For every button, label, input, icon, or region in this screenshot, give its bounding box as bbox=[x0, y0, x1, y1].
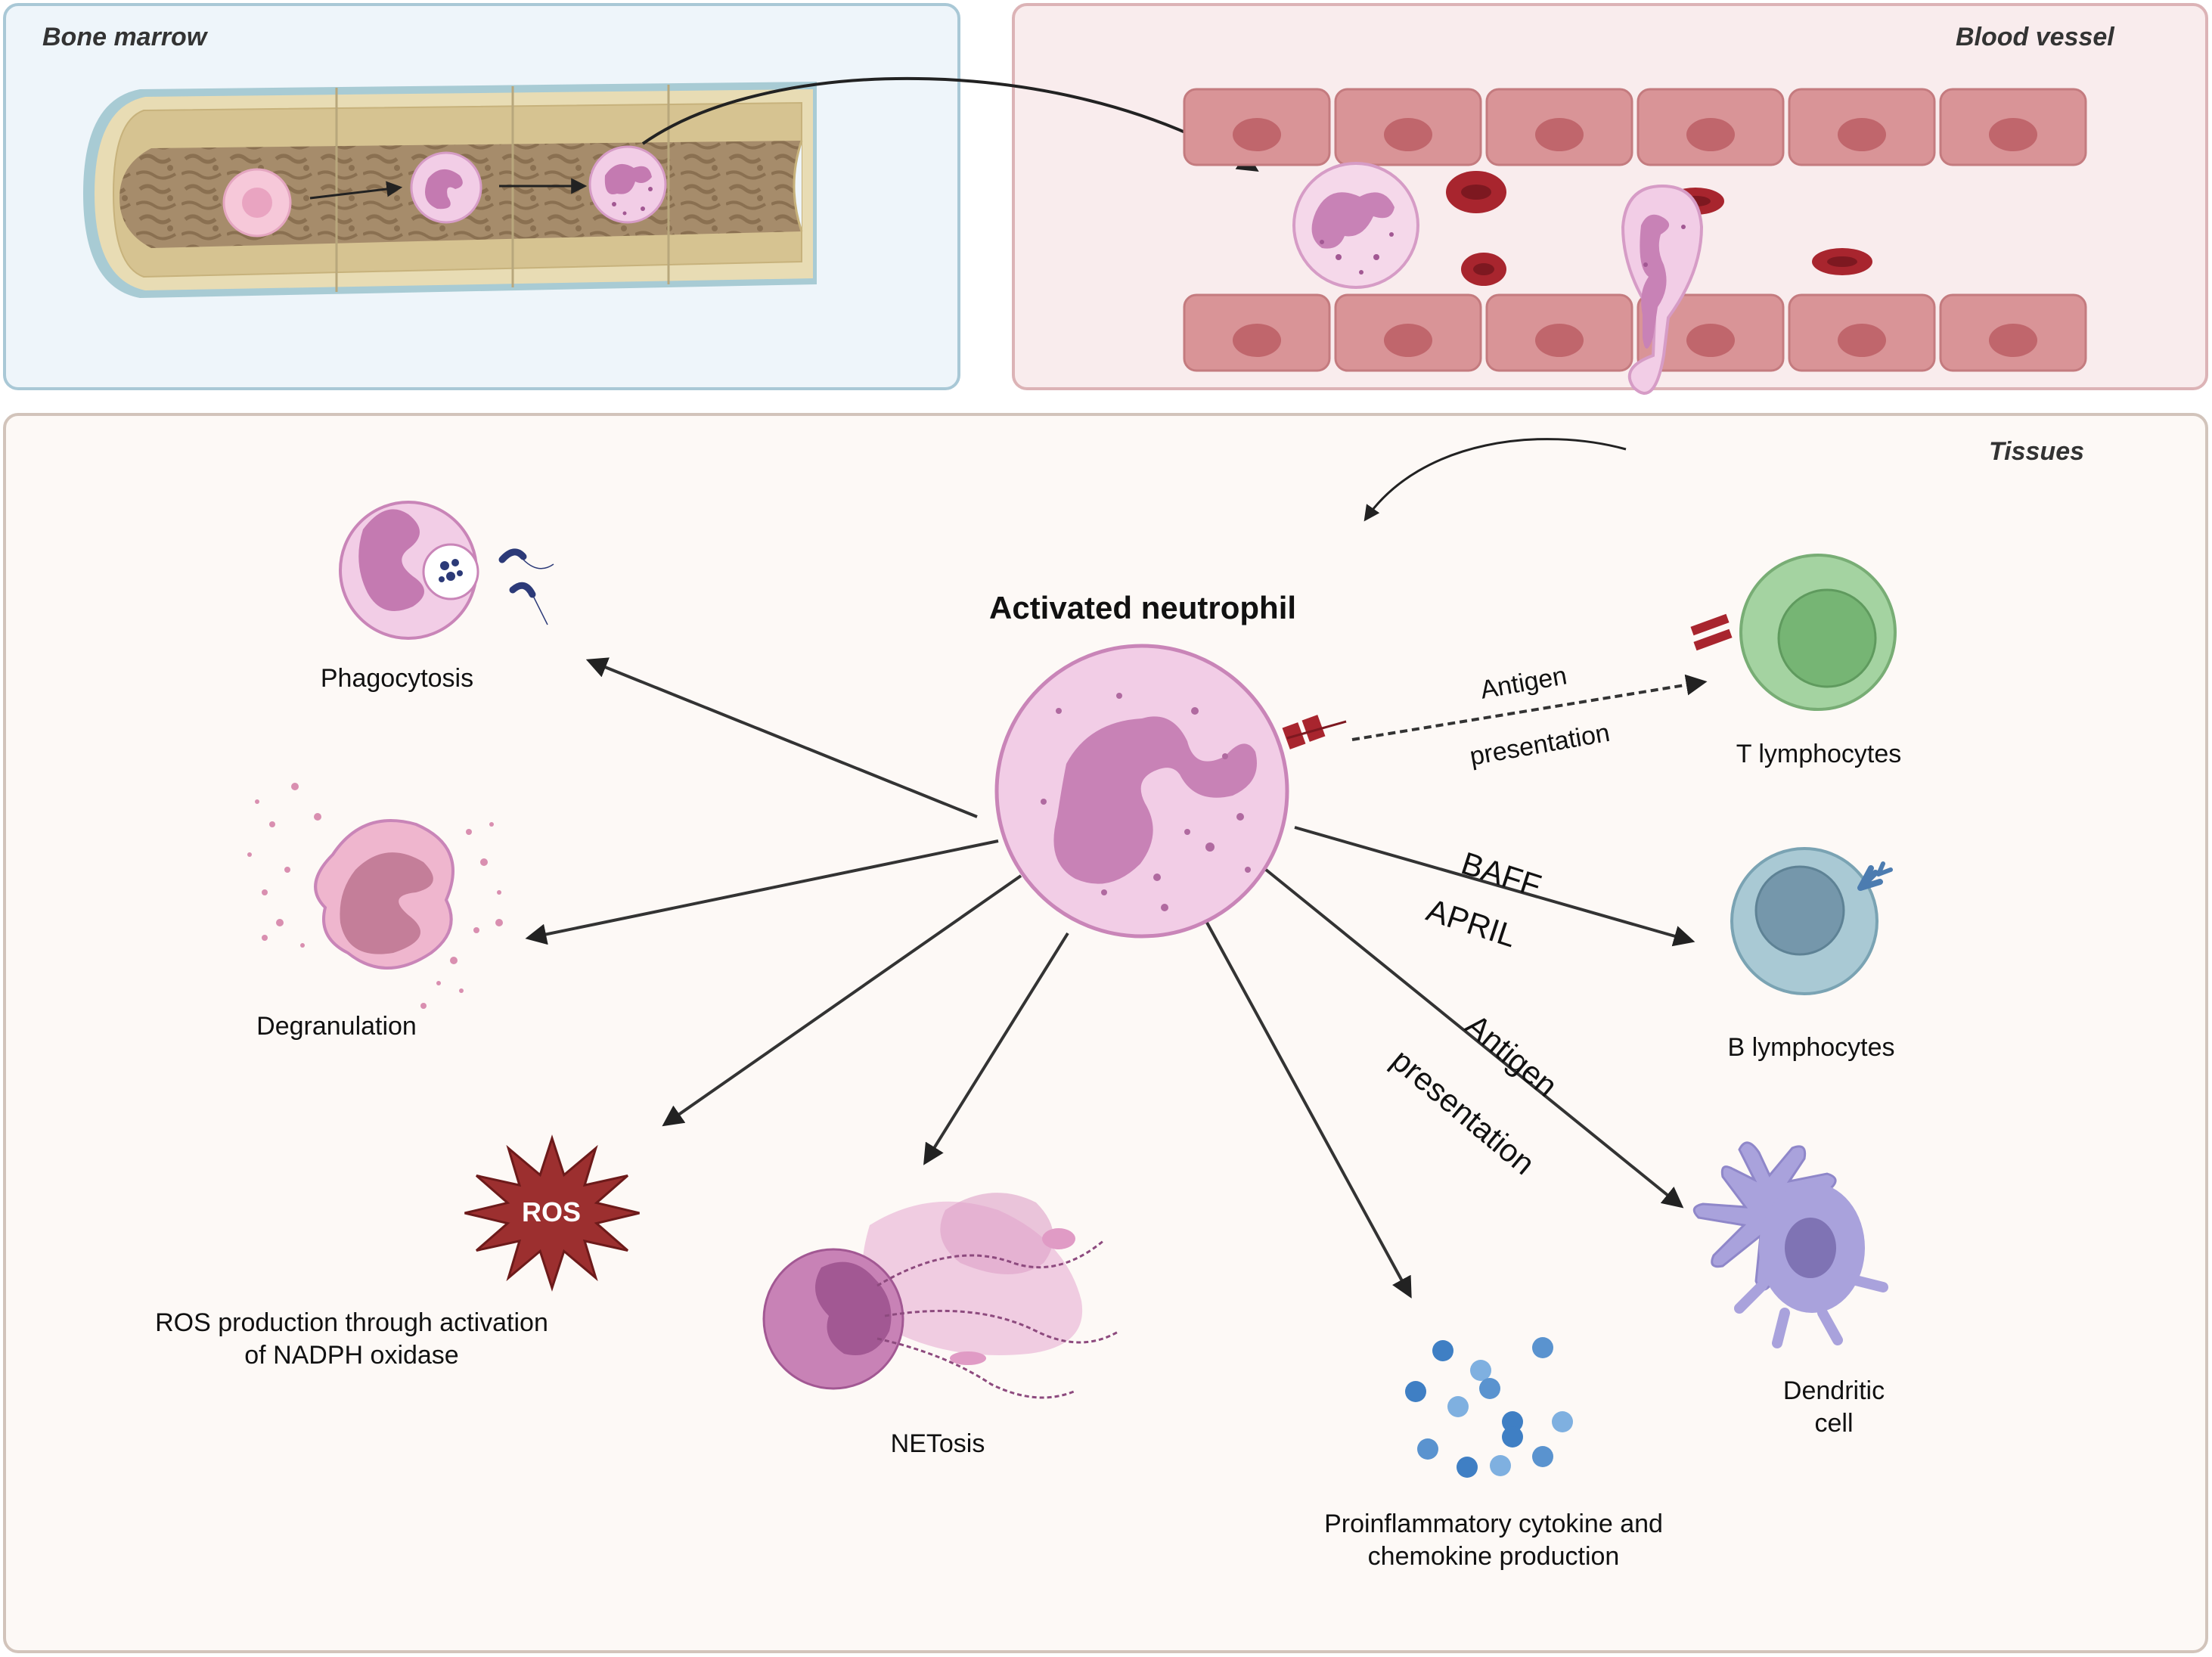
degranulation-label: Degranulation bbox=[256, 1012, 417, 1041]
endothelial-nucleus bbox=[1535, 324, 1584, 357]
granule bbox=[495, 919, 503, 926]
cytokine-dots bbox=[1405, 1337, 1573, 1478]
cytokine-molecule bbox=[1502, 1426, 1523, 1448]
dendritic-cell bbox=[1692, 1141, 1888, 1348]
cytokine-molecule bbox=[1470, 1360, 1491, 1381]
endothelial-nucleus bbox=[1686, 324, 1735, 357]
mature-neutrophil-cell bbox=[588, 145, 667, 224]
endothelial-nucleus bbox=[1535, 118, 1584, 151]
granule bbox=[420, 1003, 427, 1009]
endothelial-nucleus bbox=[1686, 118, 1735, 151]
ros-production-line-2: of NADPH oxidase bbox=[244, 1340, 459, 1370]
endothelial-nucleus bbox=[1989, 324, 2037, 357]
circulating-neutrophil bbox=[1292, 162, 1419, 289]
band-neutrophil-cell bbox=[410, 151, 482, 224]
cytokine-molecule bbox=[1457, 1457, 1478, 1478]
cytokine-production-label: Proinflammatory cytokine and chemokine p… bbox=[1278, 1508, 1709, 1572]
degranulation-cell bbox=[247, 783, 503, 1009]
blood-vessel-panel-label: Blood vessel bbox=[1956, 23, 2114, 51]
tissues-panel bbox=[3, 413, 2208, 1653]
endothelial-nucleus bbox=[1233, 118, 1281, 151]
marrow-to-vessel-arrow bbox=[641, 76, 1259, 172]
red-blood-cells bbox=[1446, 171, 1872, 286]
endothelial-top-row bbox=[1183, 88, 2087, 166]
dendritic-cell-line-2: cell bbox=[1814, 1408, 1854, 1438]
ros-production-line-1: ROS production through activation bbox=[155, 1308, 548, 1337]
cytokine-molecule bbox=[1405, 1381, 1426, 1402]
dendritic-cell-label: Dendritic cell bbox=[1739, 1375, 1928, 1439]
phagocytosis-label: Phagocytosis bbox=[320, 664, 474, 693]
cytokine-molecule bbox=[1532, 1446, 1553, 1467]
cytokine-molecule bbox=[1490, 1455, 1511, 1476]
ros-badge-text: ROS bbox=[522, 1196, 582, 1227]
granule bbox=[489, 822, 494, 827]
granule bbox=[436, 981, 441, 985]
endothelial-nucleus bbox=[1384, 118, 1432, 151]
granule bbox=[262, 889, 268, 895]
cytokine-molecule bbox=[1417, 1438, 1438, 1460]
granule bbox=[459, 988, 464, 993]
cytokine-molecule bbox=[1532, 1337, 1553, 1358]
ros-production-label: ROS production through activation of NAD… bbox=[129, 1307, 575, 1371]
endothelial-nucleus bbox=[1838, 324, 1886, 357]
granule bbox=[466, 829, 472, 835]
granule bbox=[291, 783, 299, 790]
bone-marrow-panel-label: Bone marrow bbox=[42, 23, 207, 51]
endothelial-bottom-row bbox=[1183, 293, 2087, 372]
b-lymphocyte-cell bbox=[1730, 847, 1893, 995]
t-lymphocytes-label: T lymphocytes bbox=[1736, 740, 1902, 768]
effector-arrows bbox=[525, 657, 1708, 1299]
maturation-arrow-1 bbox=[309, 181, 403, 200]
activated-neutrophil bbox=[994, 644, 1289, 939]
granule bbox=[284, 867, 290, 873]
granule bbox=[269, 821, 275, 827]
granule bbox=[276, 919, 284, 926]
phagocytosis-cell bbox=[339, 501, 554, 640]
cytokine-line-2: chemokine production bbox=[1367, 1541, 1620, 1571]
b-lymphocytes-label: B lymphocytes bbox=[1727, 1033, 1895, 1062]
granule bbox=[300, 943, 305, 948]
granule bbox=[314, 813, 321, 821]
dendritic-cell-line-1: Dendritic bbox=[1782, 1376, 1885, 1405]
cytokine-molecule bbox=[1447, 1396, 1469, 1417]
endothelial-nucleus bbox=[1384, 324, 1432, 357]
endothelial-nucleus bbox=[1989, 118, 2037, 151]
t-lymphocyte-cell bbox=[1690, 554, 1897, 711]
granule bbox=[262, 935, 268, 941]
granule bbox=[497, 890, 501, 895]
tissues-panel-label: Tissues bbox=[1989, 437, 2085, 466]
granule bbox=[473, 927, 479, 933]
granule bbox=[247, 852, 252, 857]
activated-neutrophil-title: Activated neutrophil bbox=[989, 590, 1297, 625]
endothelial-nucleus bbox=[1233, 324, 1281, 357]
granule bbox=[480, 858, 488, 866]
cytokine-molecule bbox=[1552, 1411, 1573, 1432]
cytokine-molecule bbox=[1432, 1340, 1453, 1361]
netosis-cell bbox=[762, 1193, 1120, 1399]
cytokine-line-1: Proinflammatory cytokine and bbox=[1324, 1510, 1663, 1538]
cytokine-molecule bbox=[1502, 1411, 1523, 1432]
granule bbox=[450, 957, 458, 964]
endothelial-nucleus bbox=[1838, 118, 1886, 151]
cytokine-molecule bbox=[1479, 1378, 1500, 1399]
vessel-to-tissue-arrow bbox=[1363, 438, 1627, 522]
netosis-label: NETosis bbox=[890, 1429, 985, 1458]
ros-burst-icon bbox=[464, 1134, 640, 1292]
mhc-receptor-icon bbox=[1282, 715, 1347, 749]
promyelocyte-cell bbox=[222, 168, 292, 237]
granule bbox=[255, 799, 259, 804]
transmigrating-neutrophil bbox=[1621, 184, 1704, 395]
